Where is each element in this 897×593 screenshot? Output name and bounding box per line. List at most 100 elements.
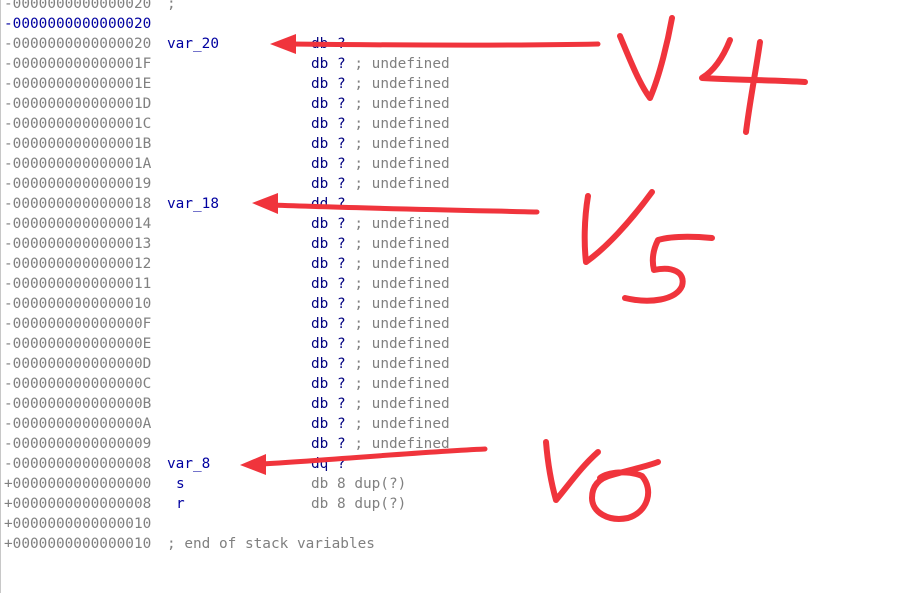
data-directive: db ? ; undefined (311, 434, 450, 454)
listing-row[interactable]: -0000000000000020 (4, 14, 151, 34)
data-directive: db ? ; undefined (311, 134, 450, 154)
row-address: -000000000000001D (4, 96, 152, 112)
undefined-comment: ; undefined (354, 336, 450, 352)
variable-name[interactable]: s (176, 476, 185, 492)
undefined-comment: ; undefined (354, 376, 450, 392)
data-directive: db ? ; undefined (311, 154, 450, 174)
directive-type: db (311, 96, 329, 112)
directive-type: db (311, 36, 329, 52)
directive-type: db (311, 176, 329, 192)
row-address: -000000000000000B (4, 396, 152, 412)
data-directive: db ? ; undefined (311, 394, 450, 414)
data-directive: db ? ; undefined (311, 54, 450, 74)
directive-value: ? (337, 416, 346, 432)
data-directive: db ? ; undefined (311, 234, 450, 254)
directive-type: db (311, 316, 329, 332)
directive-value: ? (337, 376, 346, 392)
directive-type: db (311, 376, 329, 392)
variable-name[interactable]: r (176, 496, 185, 512)
directive-value: ? (337, 436, 346, 452)
listing-row[interactable]: +0000000000000010; end of stack variable… (4, 534, 375, 554)
handwritten-v4-label (617, 15, 808, 135)
data-directive: db ? ; undefined (311, 94, 450, 114)
row-address: +0000000000000000 (4, 476, 152, 492)
directive-value: ? (337, 36, 346, 52)
data-directive: db ? ; undefined (311, 414, 450, 434)
row-address: -0000000000000019 (4, 176, 152, 192)
undefined-comment: ; undefined (354, 416, 450, 432)
listing-row[interactable]: -000000000000000E db ? ; undefined (4, 334, 450, 354)
row-address: -000000000000000E (4, 336, 152, 352)
variable-name[interactable]: var_18 (167, 196, 219, 212)
listing-row[interactable]: -0000000000000019 db ? ; undefined (4, 174, 450, 194)
directive-type: db (311, 336, 329, 352)
listing-row[interactable]: +0000000000000010 (4, 514, 151, 534)
directive-type: db (311, 436, 329, 452)
directive-type: db (311, 396, 329, 412)
directive-type: dq (311, 456, 329, 472)
directive-type: db 8 dup(?) (311, 496, 407, 512)
listing-row[interactable]: -000000000000000B db ? ; undefined (4, 394, 450, 414)
directive-value: ? (337, 56, 346, 72)
directive-value: ? (337, 156, 346, 172)
variable-name[interactable]: var_20 (167, 36, 219, 52)
undefined-comment: ; undefined (354, 436, 450, 452)
data-directive: db ? ; undefined (311, 274, 450, 294)
variable-name[interactable]: var_8 (167, 456, 211, 472)
directive-value: ? (337, 256, 346, 272)
data-directive: dd ? (311, 194, 346, 214)
data-directive: db ? ; undefined (311, 174, 450, 194)
data-directive: db ? ; undefined (311, 214, 450, 234)
data-directive: dq ? (311, 454, 346, 474)
row-address: -000000000000000A (4, 416, 152, 432)
directive-type: db (311, 76, 329, 92)
stack-variables-listing: -0000000000000020;-0000000000000020-0000… (4, 0, 450, 554)
row-address: -0000000000000018 (4, 196, 152, 212)
row-address: +0000000000000010 (4, 516, 152, 532)
undefined-comment: ; undefined (354, 176, 450, 192)
row-address: -0000000000000010 (4, 296, 152, 312)
listing-row[interactable]: -000000000000000A db ? ; undefined (4, 414, 450, 434)
listing-row[interactable]: -000000000000001D db ? ; undefined (4, 94, 450, 114)
listing-row[interactable]: -0000000000000018 var_18 dd ? (4, 194, 346, 214)
data-directive: db ? ; undefined (311, 254, 450, 274)
undefined-comment: ; undefined (354, 136, 450, 152)
data-directive: db ? ; undefined (311, 334, 450, 354)
directive-value: ? (337, 236, 346, 252)
listing-row[interactable]: -0000000000000020; (4, 0, 176, 14)
directive-value: ? (337, 76, 346, 92)
listing-row[interactable]: -000000000000001F db ? ; undefined (4, 54, 450, 74)
directive-value: ? (337, 176, 346, 192)
undefined-comment: ; undefined (354, 76, 450, 92)
row-address: -0000000000000012 (4, 256, 152, 272)
row-address: +0000000000000010 (4, 536, 152, 552)
directive-type: db (311, 116, 329, 132)
row-address: -0000000000000020 (4, 0, 152, 12)
undefined-comment: ; undefined (354, 356, 450, 372)
directive-value: ? (337, 116, 346, 132)
row-address: -000000000000001C (4, 116, 152, 132)
row-address: -0000000000000020 (4, 16, 152, 32)
handwritten-v5-label (581, 189, 715, 304)
row-address: -000000000000001F (4, 56, 152, 72)
handwritten-v6-label (543, 439, 661, 522)
listing-row[interactable]: -0000000000000012 db ? ; undefined (4, 254, 450, 274)
directive-value: ? (337, 96, 346, 112)
